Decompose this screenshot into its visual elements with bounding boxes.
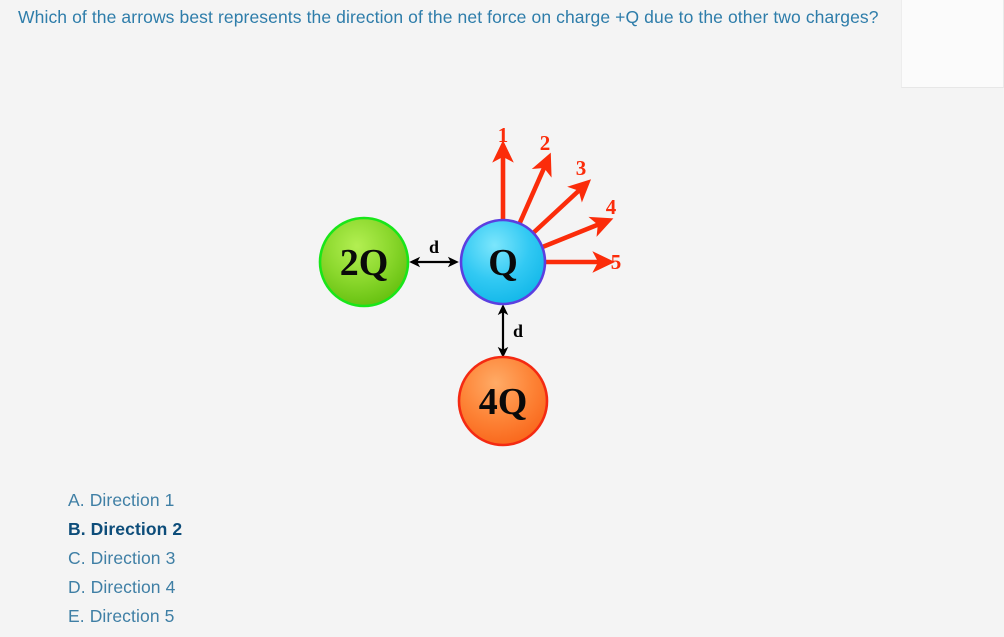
charge-4Q-label: 4Q	[479, 381, 528, 423]
question-prompt: Which of the arrows best represents the …	[18, 7, 879, 27]
distance-label-horizontal: d	[429, 237, 439, 257]
direction-arrow-2: 2	[515, 131, 552, 228]
answer-option-d[interactable]: D. Direction 4	[68, 577, 176, 597]
physics-diagram: 1 2 3 4 5	[0, 120, 1004, 480]
distance-label-vertical: d	[513, 321, 523, 341]
distance-markers: d d	[409, 237, 523, 358]
overlay-panel	[901, 0, 1004, 88]
direction-arrow-4: 4	[539, 195, 617, 251]
direction-arrow-5-label: 5	[611, 250, 622, 274]
direction-arrow-4-label: 4	[606, 195, 617, 219]
answer-option-b[interactable]: B. Direction 2	[68, 519, 183, 539]
direction-arrow-3: 3	[529, 156, 592, 237]
charge-2Q: 2Q	[318, 216, 410, 308]
charge-4Q: 4Q	[457, 355, 549, 447]
direction-arrow-3-label: 3	[576, 156, 587, 180]
charge-Q-label: Q	[488, 242, 518, 284]
direction-arrows: 1 2 3 4 5	[492, 123, 621, 274]
answer-option-a[interactable]: A. Direction 1	[68, 490, 175, 510]
answer-option-c[interactable]: C. Direction 3	[68, 548, 176, 568]
charge-Q: Q	[459, 218, 547, 306]
charge-2Q-label: 2Q	[340, 242, 389, 284]
answer-options-list: A. Direction 1 B. Direction 2 C. Directi…	[68, 486, 568, 631]
answer-option-e[interactable]: E. Direction 5	[68, 606, 175, 626]
direction-arrow-1: 1	[492, 123, 514, 225]
direction-arrow-5: 5	[543, 250, 621, 274]
direction-arrow-2-label: 2	[540, 131, 551, 155]
direction-arrow-1-label: 1	[498, 123, 509, 147]
distance-marker-horizontal: d	[409, 237, 459, 268]
distance-marker-vertical: d	[497, 304, 523, 358]
